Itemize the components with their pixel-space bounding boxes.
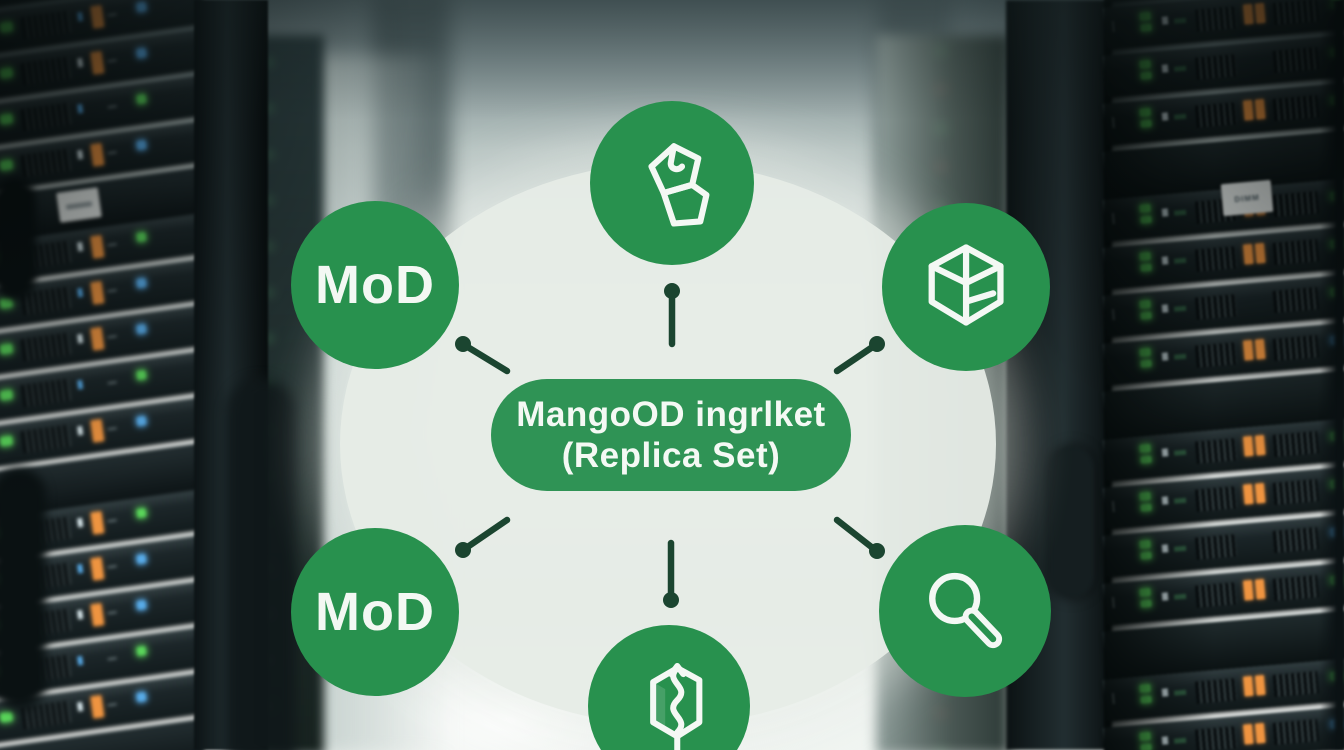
diagram-node-top: [590, 101, 754, 265]
diagram-node-top-right: [882, 203, 1050, 371]
diagram-node-top-left: MoD: [291, 201, 459, 369]
pill-title-line1: MangoOD ingrlket: [516, 394, 826, 434]
cube-icon: [928, 244, 1004, 326]
diagram-node-bottom-left: MoD: [291, 528, 459, 696]
diagram-center-pill: MangoOD ingrlket (Replica Set): [491, 379, 851, 491]
pill-title-line2: (Replica Set): [561, 436, 781, 475]
diagram-node-bottom-right: [879, 525, 1051, 697]
connector-top-left: [455, 336, 511, 375]
node-label: MoD: [315, 255, 435, 315]
connector-top-right: [833, 336, 885, 375]
connector-bottom-left: [455, 516, 511, 558]
diagram-node-bottom: [588, 625, 750, 750]
search-icon: [928, 572, 1002, 648]
package-icon: [648, 143, 710, 227]
connector-bottom-right: [833, 516, 885, 559]
box-wireframe-icon: [649, 662, 703, 750]
node-label: MoD: [315, 582, 435, 642]
connector-bottom: [663, 539, 679, 608]
connector-top: [664, 283, 680, 348]
